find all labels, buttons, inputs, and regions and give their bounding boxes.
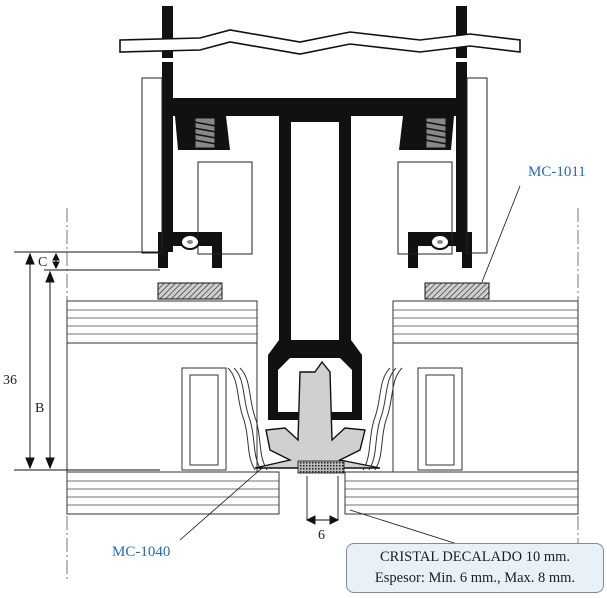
dim-c-label: C xyxy=(38,255,47,270)
dim-36-label: 36 xyxy=(3,373,17,388)
screw-right xyxy=(424,117,448,149)
spacers xyxy=(66,342,579,473)
glass-lamination-lines xyxy=(67,309,578,506)
callout-line-2: Espesor: Min. 6 mm., Max. 8 mm. xyxy=(374,570,576,586)
dim-b-label: B xyxy=(35,401,44,416)
dimension-lines xyxy=(14,251,340,525)
dim-6-label: 6 xyxy=(318,528,325,543)
gasket-top-label: MC-1011 xyxy=(528,164,586,180)
bottom-gap xyxy=(306,476,339,520)
glass-spec-callout: CRISTAL DECALADO 10 mm. Espesor: Min. 6 … xyxy=(346,543,604,593)
gasket-mc1011-left xyxy=(157,234,223,300)
gasket-mc1040 xyxy=(254,360,381,474)
leader-lines xyxy=(179,185,521,549)
structural-silicone xyxy=(227,367,403,471)
screw-left xyxy=(193,117,217,149)
gasket-mc1011-right xyxy=(424,234,490,300)
glass-layers xyxy=(66,300,579,515)
upper-posts xyxy=(162,6,467,58)
upper-pane-outlines xyxy=(141,77,488,255)
gasket-bottom-label: MC-1040 xyxy=(112,544,170,560)
break-lines xyxy=(119,29,521,55)
callout-line-1: CRISTAL DECALADO 10 mm. xyxy=(379,549,571,565)
